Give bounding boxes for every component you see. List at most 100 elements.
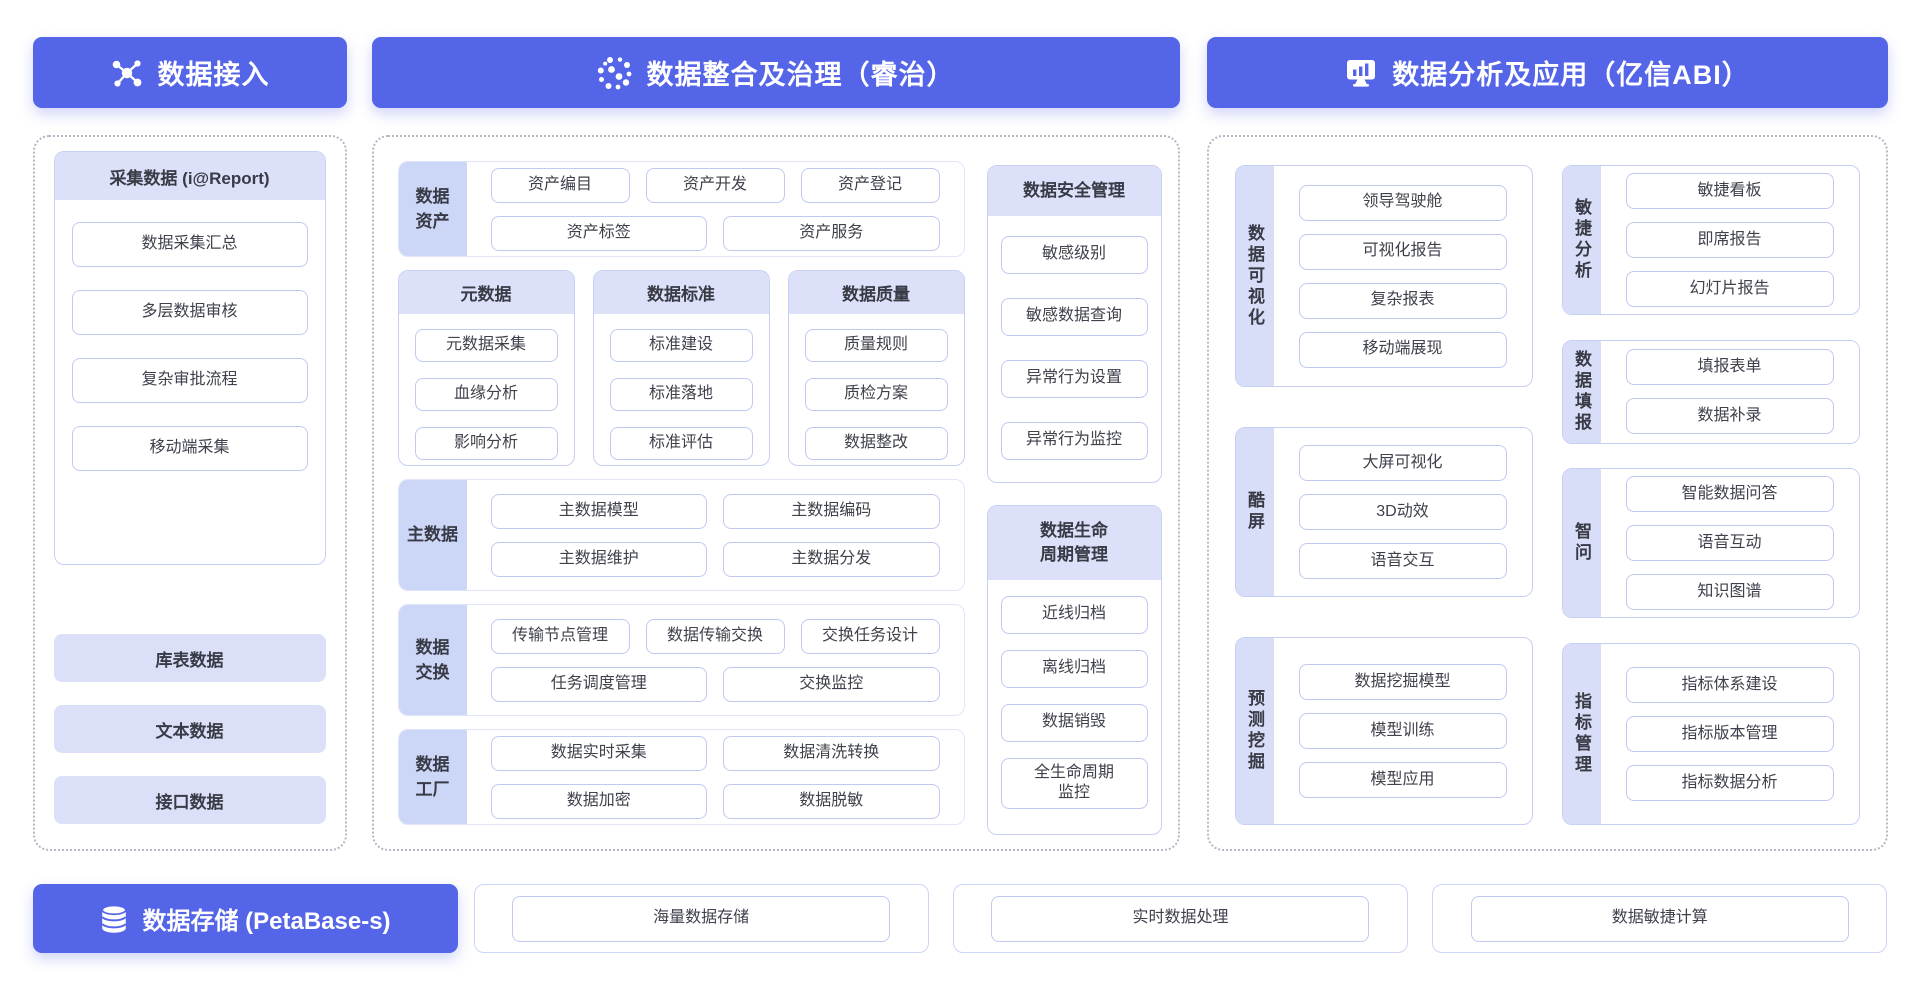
analysis-card-label: 智问 (1562, 469, 1601, 618)
governance-column-card: 元数据元数据采集血缘分析影响分析 (397, 270, 575, 466)
governance-row-label: 数据资产 (398, 162, 467, 256)
collect-item-box: 多层数据审核 (71, 290, 308, 335)
governance-item-box: 血缘分析 (414, 378, 558, 411)
analysis-item-box: 即席报告 (1625, 222, 1834, 258)
analysis-card: 数据可视化领导驾驶舱可视化报告复杂报表移动端展现 (1234, 165, 1533, 387)
analysis-card-body: 智能数据问答语音互动知识图谱 (1601, 469, 1859, 617)
content-row: 采集数据 (i@Report) 数据采集汇总多层数据审核复杂审批流程移动端采集 … (32, 135, 1888, 851)
header-data-access: 数据接入 (32, 37, 347, 108)
governance-item-box: 异常行为设置 (1000, 359, 1148, 398)
governance-row-body: 资产编目资产开发资产登记资产标签资产服务 (467, 162, 964, 256)
governance-row: 数据资产资产编目资产开发资产登记资产标签资产服务 (397, 161, 965, 257)
data-access-panel: 采集数据 (i@Report) 数据采集汇总多层数据审核复杂审批流程移动端采集 … (32, 135, 347, 851)
analysis-right-column: 敏捷分析敏捷看板即席报告幻灯片报告数据填报填报表单数据补录智问智能数据问答语音互… (1561, 165, 1860, 825)
governance-column-title: 数据质量 (788, 271, 964, 314)
collect-item-box: 移动端采集 (71, 426, 308, 471)
header-label: 数据接入 (157, 60, 270, 90)
analysis-item-box: 领导驾驶舱 (1298, 184, 1507, 221)
governance-row-body: 数据实时采集数据清洗转换数据加密数据脱敏 (467, 730, 964, 824)
header-data-analysis: 数据分析及应用（亿信ABI） (1206, 37, 1888, 108)
storage-capability-item: 海量数据存储 (512, 895, 891, 942)
governance-item-box: 资产标签 (490, 215, 707, 251)
analysis-item-box: 填报表单 (1625, 349, 1834, 386)
governance-item-box: 主数据分发 (723, 541, 940, 577)
governance-column-cards: 元数据元数据采集血缘分析影响分析数据标准标准建设标准落地标准评估数据质量质量规则… (397, 270, 965, 466)
governance-item-box: 主数据维护 (490, 541, 707, 577)
governance-item-box: 异常行为监控 (1000, 421, 1148, 460)
governance-row-label: 数据工厂 (398, 730, 467, 824)
analysis-card-label: 指标管理 (1562, 643, 1601, 824)
header-data-governance: 数据整合及治理（睿治） (371, 37, 1180, 108)
architecture-diagram: 数据接入 数据整合及治理（睿治） (32, 0, 1888, 953)
analysis-item-box: 3D动效 (1298, 494, 1507, 530)
storage-capability-item: 实时数据处理 (991, 895, 1370, 942)
governance-item-box: 资产登记 (800, 167, 940, 203)
governance-item-box: 标准建设 (609, 329, 753, 362)
analysis-item-box: 幻灯片报告 (1625, 271, 1834, 307)
monitor-chart-icon (1344, 56, 1378, 90)
analysis-item-box: 移动端展现 (1298, 331, 1507, 368)
access-source-bars: 库表数据文本数据接口数据 (53, 634, 326, 824)
governance-item-box: 标准评估 (609, 427, 753, 460)
access-source-bar: 文本数据 (53, 705, 326, 753)
storage-capability-box: 数据敏捷计算 (1432, 884, 1888, 953)
analysis-item-box: 敏捷看板 (1625, 173, 1834, 209)
analysis-card: 智问智能数据问答语音互动知识图谱 (1561, 468, 1860, 619)
collect-data-card: 采集数据 (i@Report) 数据采集汇总多层数据审核复杂审批流程移动端采集 (53, 151, 326, 565)
governance-column-card: 数据质量质量规则质检方案数据整改 (787, 270, 965, 466)
analysis-item-box: 智能数据问答 (1625, 476, 1834, 513)
governance-side-card: 数据生命周期管理近线归档离线归档数据销毁全生命周期监控 (986, 505, 1162, 835)
governance-item-box: 交换任务设计 (800, 618, 940, 654)
governance-row: 主数据主数据模型主数据编码主数据维护主数据分发 (397, 479, 965, 591)
storage-row: 数据存储 (PetaBase-s) 海量数据存储 实时数据处理 数据敏捷计算 (32, 884, 1888, 953)
analysis-item-box: 指标体系建设 (1625, 666, 1834, 703)
governance-row-label: 数据交换 (398, 605, 467, 715)
analysis-item-box: 语音交互 (1298, 543, 1507, 579)
governance-item-box: 传输节点管理 (490, 618, 630, 654)
collect-card-title: 采集数据 (i@Report) (54, 152, 325, 200)
analysis-item-box: 指标数据分析 (1625, 764, 1834, 801)
access-source-bar: 接口数据 (53, 776, 326, 824)
analysis-card: 指标管理指标体系建设指标版本管理指标数据分析 (1561, 642, 1860, 825)
storage-label: 数据存储 (PetaBase-s) (142, 908, 391, 935)
analysis-card: 敏捷分析敏捷看板即席报告幻灯片报告 (1561, 165, 1860, 315)
governance-row-body: 主数据模型主数据编码主数据维护主数据分发 (467, 480, 964, 590)
governance-item-box: 数据脱敏 (723, 783, 940, 819)
governance-button-row: 任务调度管理交换监控 (490, 666, 940, 702)
governance-item-box: 质检方案 (804, 378, 948, 411)
header-row: 数据接入 数据整合及治理（睿治） (32, 37, 1888, 108)
collect-card-items: 数据采集汇总多层数据审核复杂审批流程移动端采集 (55, 200, 325, 471)
analysis-item-box: 数据补录 (1625, 398, 1834, 435)
governance-row-body: 传输节点管理数据传输交换交换任务设计任务调度管理交换监控 (467, 605, 964, 715)
analysis-item-box: 模型应用 (1298, 762, 1507, 798)
governance-item-box: 全生命周期监控 (1000, 757, 1148, 810)
governance-item-box: 敏感级别 (1000, 235, 1148, 274)
governance-column-card: 数据标准标准建设标准落地标准评估 (592, 270, 770, 466)
storage-capability-boxes: 海量数据存储 实时数据处理 数据敏捷计算 (473, 884, 1888, 953)
analysis-card: 数据填报填报表单数据补录 (1561, 339, 1860, 444)
storage-banner: 数据存储 (PetaBase-s) (32, 884, 458, 953)
governance-item-box: 元数据采集 (414, 329, 558, 362)
header-label: 数据分析及应用（亿信ABI） (1392, 60, 1750, 90)
governance-side-card-body: 敏感级别敏感数据查询异常行为设置异常行为监控 (988, 216, 1161, 480)
governance-item-box: 影响分析 (414, 427, 558, 460)
governance-button-row: 资产编目资产开发资产登记 (490, 167, 940, 203)
governance-column-body: 标准建设标准落地标准评估 (594, 314, 769, 465)
analysis-card-label: 酷屏 (1235, 428, 1274, 596)
dots-cluster-icon (597, 55, 633, 91)
governance-item-box: 交换监控 (723, 666, 940, 702)
governance-button-row: 传输节点管理数据传输交换交换任务设计 (490, 618, 940, 654)
governance-column-title: 数据标准 (593, 271, 769, 314)
governance-item-box: 离线归档 (1000, 649, 1148, 688)
governance-row: 数据工厂数据实时采集数据清洗转换数据加密数据脱敏 (397, 729, 965, 825)
governance-button-row: 资产标签资产服务 (490, 215, 940, 251)
governance-button-row: 主数据维护主数据分发 (490, 541, 940, 577)
governance-item-box: 资产开发 (645, 167, 785, 203)
analysis-card-body: 数据挖掘模型模型训练模型应用 (1274, 638, 1532, 824)
analysis-item-box: 模型训练 (1298, 713, 1507, 749)
network-icon (110, 56, 144, 90)
analysis-item-box: 知识图谱 (1625, 574, 1834, 611)
